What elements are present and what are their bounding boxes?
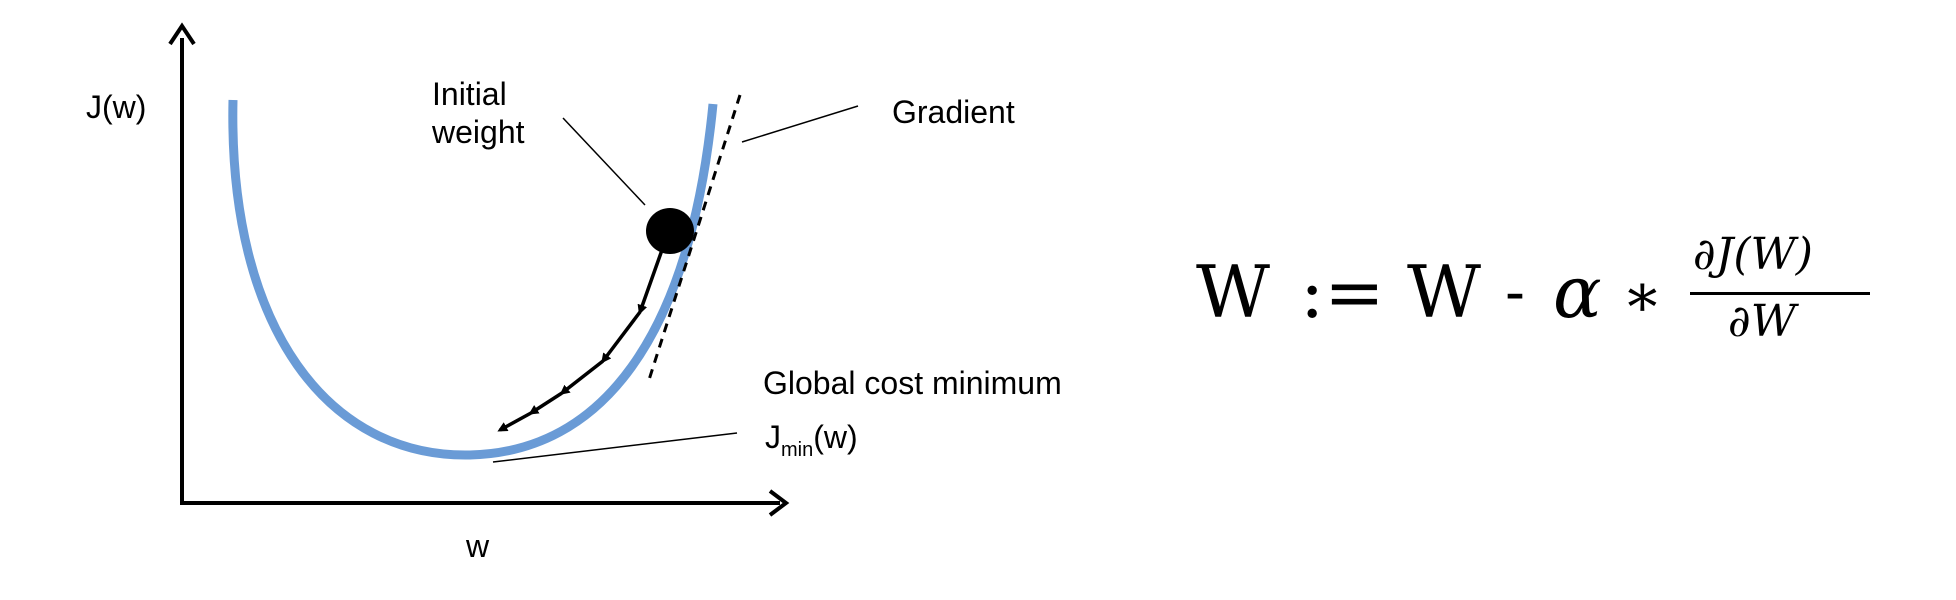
x-axis-arrowhead xyxy=(768,489,790,517)
global-min-leader xyxy=(492,432,738,463)
initial-weight-line-1: Initial xyxy=(432,76,507,112)
formula-w: W xyxy=(1407,250,1482,334)
gradient-tangent-line xyxy=(646,94,742,384)
initial-weight-label: Initial weight xyxy=(432,75,525,151)
initial-weight-leader xyxy=(562,117,646,206)
step-arrow xyxy=(601,310,642,364)
gradient-label: Gradient xyxy=(892,94,1015,130)
formula-lhs-w: W xyxy=(1196,250,1271,334)
initial-weight-line-2: weight xyxy=(432,114,525,150)
step-arrow xyxy=(559,359,605,395)
jmin-subscript: min xyxy=(781,439,814,461)
formula-fraction-bar xyxy=(1690,292,1870,295)
formula-assign: := xyxy=(1300,250,1385,334)
cost-curve xyxy=(228,99,718,460)
jmin-label: Jmin(w) xyxy=(765,418,858,469)
gradient-leader xyxy=(741,105,859,143)
y-axis-label: J(w) xyxy=(86,89,147,125)
x-axis-label: w xyxy=(466,528,490,564)
formula-minus: - xyxy=(1505,258,1525,325)
formula-denominator: ∂W xyxy=(1728,296,1796,347)
formula-numerator: ∂J(W) xyxy=(1693,229,1813,280)
jmin-base: J xyxy=(765,419,781,455)
jmin-tail: (w) xyxy=(813,419,858,455)
descent-steps xyxy=(497,249,664,432)
step-arrow xyxy=(637,249,664,315)
step-arrow xyxy=(528,391,563,415)
step-arrow xyxy=(497,411,532,432)
global-min-label: Global cost minimum xyxy=(763,365,1062,401)
y-axis-arrowhead xyxy=(168,22,196,46)
formula-alpha: α xyxy=(1553,250,1602,334)
formula-times: ∗ xyxy=(1622,261,1663,331)
initial-weight-point xyxy=(646,208,694,254)
